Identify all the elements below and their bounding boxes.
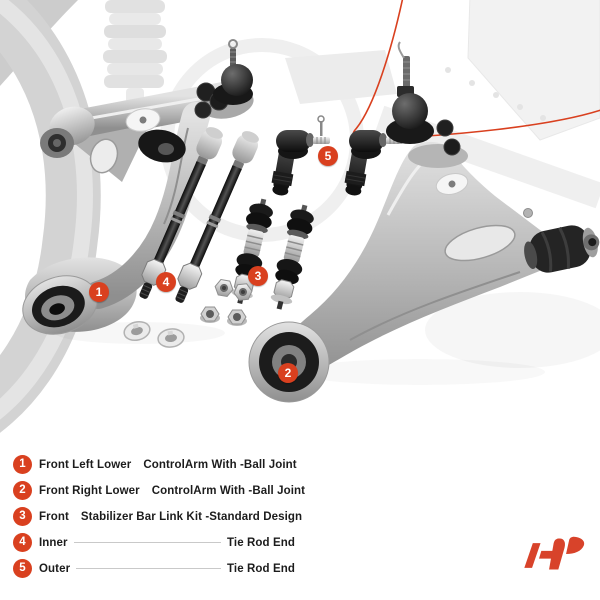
right-arm-bushing	[248, 321, 330, 403]
legend-badge: 1	[13, 455, 32, 474]
marker-3: 3	[248, 266, 268, 286]
right-arm-end-bushing	[524, 225, 600, 273]
legend-row: 1 Front Left Lower ControlArm With -Ball…	[13, 455, 297, 474]
stabilizer-link-2	[270, 204, 314, 310]
legend-part-label: Stabilizer Bar Link Kit -Standard Design	[80, 510, 303, 523]
legend-leader-line	[73, 542, 222, 543]
parts-illustration	[0, 0, 600, 433]
legend-row: 3 Front Stabilizer Bar Link Kit -Standar…	[13, 507, 302, 526]
left-control-arm	[22, 39, 254, 335]
legend-row: 5 Outer Tie Rod End	[13, 559, 295, 578]
legend-position-label: Inner	[39, 536, 68, 549]
legend-row: 2 Front Right Lower ControlArm With -Bal…	[13, 481, 305, 500]
legend-position-label: Outer	[39, 562, 71, 575]
legend-part-label: Tie Rod End	[227, 536, 295, 549]
legend-part-label: ControlArm With -Ball Joint	[143, 458, 297, 471]
legend-badge: 5	[13, 559, 32, 578]
left-arm-bushing	[22, 275, 98, 335]
hardware-washers-nuts	[123, 278, 253, 348]
legend-position-label: Front Left Lower	[39, 458, 132, 471]
stabilizer-link-1	[231, 198, 273, 305]
legend-position-label: Front Right Lower	[39, 484, 140, 497]
legend-part-label: ControlArm With -Ball Joint	[151, 484, 306, 497]
legend-part-label: Tie Rod End	[227, 562, 295, 575]
legend-position-label: Front	[39, 510, 69, 523]
marker-5: 5	[318, 146, 338, 166]
inner-tie-rod-2	[175, 131, 259, 303]
marker-4: 4	[156, 272, 176, 292]
outer-tie-rod-end-1	[271, 115, 330, 196]
background-photo	[0, 0, 600, 433]
legend-badge: 2	[13, 481, 32, 500]
legend-badge: 3	[13, 507, 32, 526]
marker-1: 1	[89, 282, 109, 302]
legend-badge: 4	[13, 533, 32, 552]
legend-row: 4 Inner Tie Rod End	[13, 533, 295, 552]
marker-2: 2	[278, 363, 298, 383]
outer-tie-rod-end-2	[344, 115, 403, 196]
right-arm-ball-joint	[386, 41, 468, 168]
legend-leader-line	[76, 568, 222, 569]
brand-logo-icon	[524, 536, 585, 570]
left-arm-ball-joint	[194, 39, 254, 119]
legend: 1 Front Left Lower ControlArm With -Ball…	[13, 455, 305, 585]
